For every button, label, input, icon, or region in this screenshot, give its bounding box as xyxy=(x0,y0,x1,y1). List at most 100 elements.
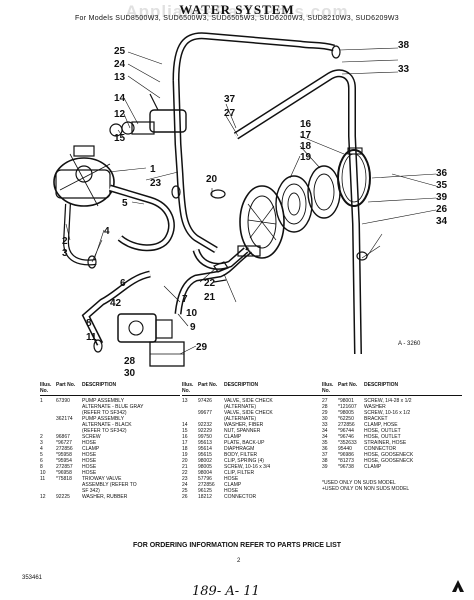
parts-cell-desc: CLAMP xyxy=(364,464,382,470)
parts-cell-part: 18212 xyxy=(198,494,212,500)
parts-cell-part: *121607 xyxy=(338,404,357,410)
parts-header: Illus. No.Part No.DESCRIPTION xyxy=(182,382,322,396)
callout-7: 7 xyxy=(182,294,188,305)
parts-cell-part: 92225 xyxy=(56,494,70,500)
parts-cell-ill: 1 xyxy=(40,398,43,404)
parts-cell-ill: 3 xyxy=(40,440,43,446)
parts-cell-ill: 5 xyxy=(40,452,43,458)
parts-cell-ill: 15 xyxy=(182,428,188,434)
document-number: 353461 xyxy=(22,575,43,581)
parts-cell-desc: CLAMP, HOSE xyxy=(364,422,398,428)
callout-4: 4 xyxy=(104,226,110,237)
callout-21: 21 xyxy=(204,292,216,303)
hose-clamps xyxy=(87,45,368,353)
callout-36: 36 xyxy=(436,168,448,179)
parts-cell-desc: NUT, SPANNER xyxy=(224,428,261,434)
parts-cell-ill: 23 xyxy=(182,476,188,482)
parts-cell-part: *96746 xyxy=(338,434,354,440)
parts-cell-desc: WASHER, RUBBER xyxy=(82,494,128,500)
parts-notes: *USED ONLY ON SUDS MODEL +USED ONLY ON N… xyxy=(322,480,462,492)
parts-cell-desc: SCREW, 1/4-28 x 1/2 xyxy=(364,398,412,404)
parts-cell-part: 92232 xyxy=(198,422,212,428)
parts-cell-desc: HOSE xyxy=(82,464,97,470)
parts-cell-ill: 19 xyxy=(182,452,188,458)
parts-row: (REFER TO SF342) xyxy=(40,410,180,416)
parts-row: (ALTERNATE) xyxy=(182,404,322,410)
parts-cell-desc: CLAMP xyxy=(224,434,242,440)
parts-cell-part: *95958 xyxy=(56,452,72,458)
parts-cell-part: 95614 xyxy=(198,446,212,452)
callout-27: 27 xyxy=(224,108,236,119)
parts-cell-ill: 11 xyxy=(40,476,46,482)
ordering-info: FOR ORDERING INFORMATION REFER TO PARTS … xyxy=(132,542,342,549)
parts-cell-desc: CONNECTOR xyxy=(224,494,257,500)
callout-25: 25 xyxy=(114,46,126,57)
hose-3-inner xyxy=(64,203,97,265)
callout-12: 12 xyxy=(114,109,126,120)
filter-clamp xyxy=(337,147,371,207)
side-check-valve xyxy=(109,93,187,137)
callout-17: 17 xyxy=(300,130,312,141)
parts-row: 15 92229 NUT, SPANNER xyxy=(182,428,322,434)
gooseneck-hose-38-inner xyxy=(174,33,335,81)
parts-cell-part: 57796 xyxy=(198,476,212,482)
callout-19: 19 xyxy=(300,152,312,163)
parts-cell-ill: 39 xyxy=(322,464,328,470)
parts-cell-ill: 38 xyxy=(322,458,328,464)
parts-cell-part: 98005 xyxy=(198,464,212,470)
callout-37: 37 xyxy=(224,94,236,105)
parts-cell-desc: HOSE xyxy=(224,488,239,494)
parts-cell-part: 97426 xyxy=(198,398,212,404)
parts-cell-part: 362174 xyxy=(56,416,73,422)
leader-lines xyxy=(65,47,437,355)
trioway-valve xyxy=(117,313,185,367)
parts-cell-desc: VALVE, SIDE CHECK xyxy=(224,398,273,404)
parts-cell-desc: CLIP, SPRING (4) xyxy=(224,458,264,464)
parts-cell-part: 92229 xyxy=(198,428,212,434)
parts-cell-part: 96867 xyxy=(56,434,70,440)
callout-3: 3 xyxy=(62,248,68,259)
parts-cell-desc: ALTERNATE - BLUE GRAY xyxy=(82,404,144,410)
gooseneck-hose-38 xyxy=(172,32,335,81)
parts-cell-part: *62250 xyxy=(338,416,354,422)
callout-24: 24 xyxy=(114,59,126,70)
parts-cell-part: *75818 xyxy=(56,476,72,482)
callout-42: 42 xyxy=(110,298,122,309)
parts-cell-desc: CLIP, FILTER xyxy=(224,470,255,476)
parts-cell-ill: 16 xyxy=(182,434,188,440)
parts-header-description: DESCRIPTION xyxy=(82,382,117,388)
parts-header-illus-no: Illus. No. xyxy=(322,382,334,394)
callout-20: 20 xyxy=(206,174,218,185)
parts-cell-part: 99677 xyxy=(198,410,212,416)
pump-assembly xyxy=(53,145,115,207)
parts-cell-part: *352633 xyxy=(338,440,357,446)
hose-20-inner xyxy=(194,248,248,269)
parts-cell-ill: 34 xyxy=(322,434,328,440)
parts-cell-desc: VALVE, SIDE CHECK xyxy=(224,410,273,416)
back-up-plate xyxy=(307,165,341,219)
callout-6: 6 xyxy=(120,278,126,289)
parts-cell-ill: 24 xyxy=(182,482,188,488)
parts-cell-part: 95440 xyxy=(338,446,352,452)
parts-cell-ill: 35 xyxy=(322,440,328,446)
parts-cell-desc: BRACKET xyxy=(364,416,388,422)
callout-8: 8 xyxy=(86,318,92,329)
corner-logo-icon xyxy=(452,580,464,592)
parts-cell-desc: HOSE, OUTLET xyxy=(364,434,401,440)
